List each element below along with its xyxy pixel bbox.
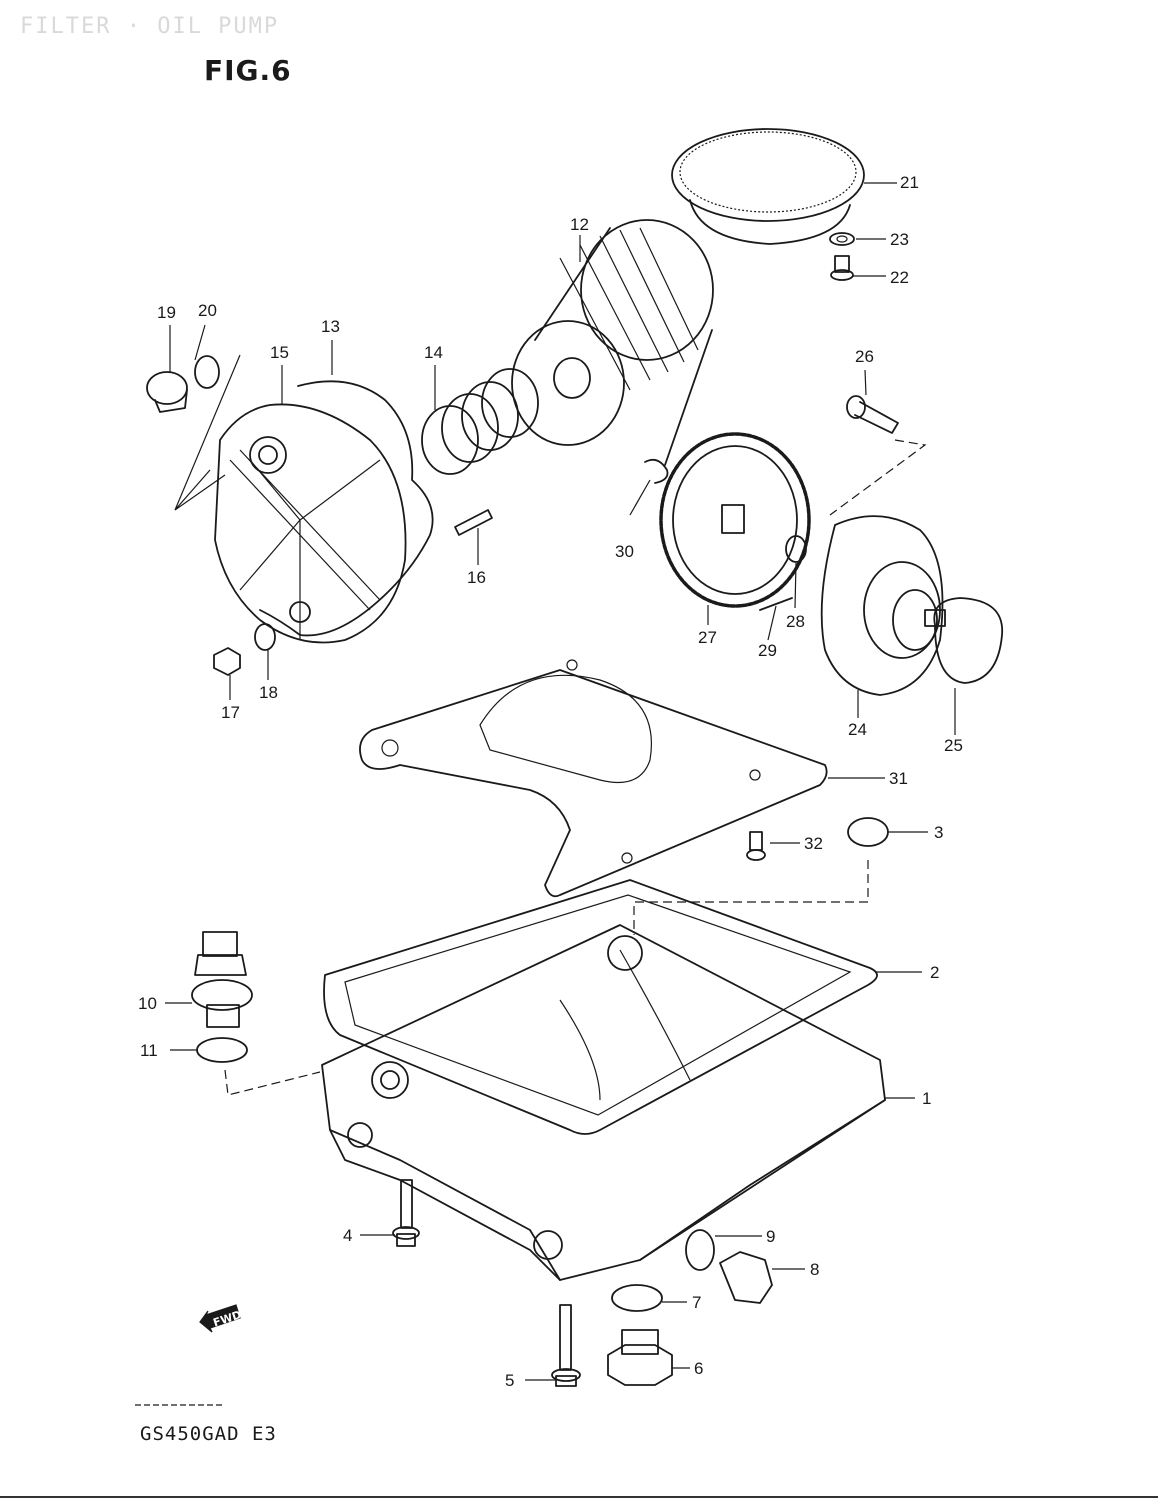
callout-29: 29 [758, 641, 777, 660]
callout-3: 3 [934, 823, 943, 842]
gasket-9 [685, 1229, 715, 1271]
figure-label: FIG.6 [204, 54, 292, 87]
callout-23: 23 [890, 230, 909, 249]
callout-9: 9 [766, 1227, 775, 1246]
oil-filter-12 [511, 219, 714, 466]
callout-17: 17 [221, 703, 240, 722]
callout-31: 31 [889, 769, 908, 788]
pin-29 [759, 597, 793, 611]
section-title: FILTER · OIL PUMP [20, 14, 280, 39]
gasket-25 [933, 597, 1003, 684]
stud-16 [454, 509, 493, 536]
callout-8: 8 [810, 1260, 819, 1279]
washer-28 [785, 535, 807, 563]
washer-18 [254, 623, 276, 651]
callout-20: 20 [198, 301, 217, 320]
bolt-19 [146, 371, 188, 413]
callout-12: 12 [570, 215, 589, 234]
leader-lines [165, 182, 956, 1381]
screw-32 [746, 831, 766, 861]
oil-pan-1 [321, 924, 886, 1281]
spring-14 [421, 368, 539, 475]
page-bottom-border [0, 1496, 1158, 1498]
callout-19: 19 [157, 303, 176, 322]
o-ring-13 [259, 380, 434, 637]
callout-14: 14 [424, 343, 443, 362]
callout-28: 28 [786, 612, 805, 631]
callout-22: 22 [890, 268, 909, 287]
callout-2: 2 [930, 963, 939, 982]
drain-plug-6 [607, 1329, 673, 1386]
callout-26: 26 [855, 347, 874, 366]
gasket-20 [194, 355, 220, 389]
oil-strainer-21 [671, 128, 865, 245]
filter-cap-15 [214, 403, 407, 644]
callout-15: 15 [270, 343, 289, 362]
oil-pump-gear-27 [659, 432, 811, 608]
oil-pan-gasket-2 [323, 879, 878, 1135]
drain-plug-8 [719, 1251, 773, 1304]
oil-pump-24 [820, 515, 946, 696]
callout-labels: 1 2 3 4 5 6 7 8 9 10 11 12 13 14 15 16 1… [138, 173, 963, 1390]
callout-25: 25 [944, 736, 963, 755]
callout-16: 16 [467, 568, 486, 587]
callout-30: 30 [615, 542, 634, 561]
circlip-30 [644, 458, 669, 484]
gasket-7 [611, 1284, 663, 1312]
callout-1: 1 [922, 1089, 931, 1108]
washer-23 [829, 232, 855, 246]
callout-5: 5 [505, 1371, 514, 1390]
callout-7: 7 [692, 1293, 701, 1312]
bolt-26 [846, 395, 899, 434]
gasket-31 [359, 669, 828, 898]
forward-direction-arrow: FWD [199, 1304, 243, 1333]
callout-21: 21 [900, 173, 919, 192]
model-code: GS450GAD E3 [140, 1423, 277, 1445]
bolt-5 [551, 1304, 581, 1387]
bolt-4 [392, 1179, 420, 1247]
callout-4: 4 [343, 1226, 352, 1245]
callout-11: 11 [140, 1041, 158, 1060]
callout-24: 24 [848, 720, 867, 739]
plug-17 [213, 647, 241, 676]
callout-13: 13 [321, 317, 340, 336]
screw-22 [830, 255, 854, 281]
callout-18: 18 [259, 683, 278, 702]
callout-6: 6 [694, 1359, 703, 1378]
callout-32: 32 [804, 834, 823, 853]
gasket-11 [196, 1037, 248, 1063]
o-ring-3 [847, 817, 889, 847]
callout-27: 27 [698, 628, 717, 647]
oil-pressure-switch-10 [191, 931, 253, 1028]
callout-10: 10 [138, 994, 157, 1013]
